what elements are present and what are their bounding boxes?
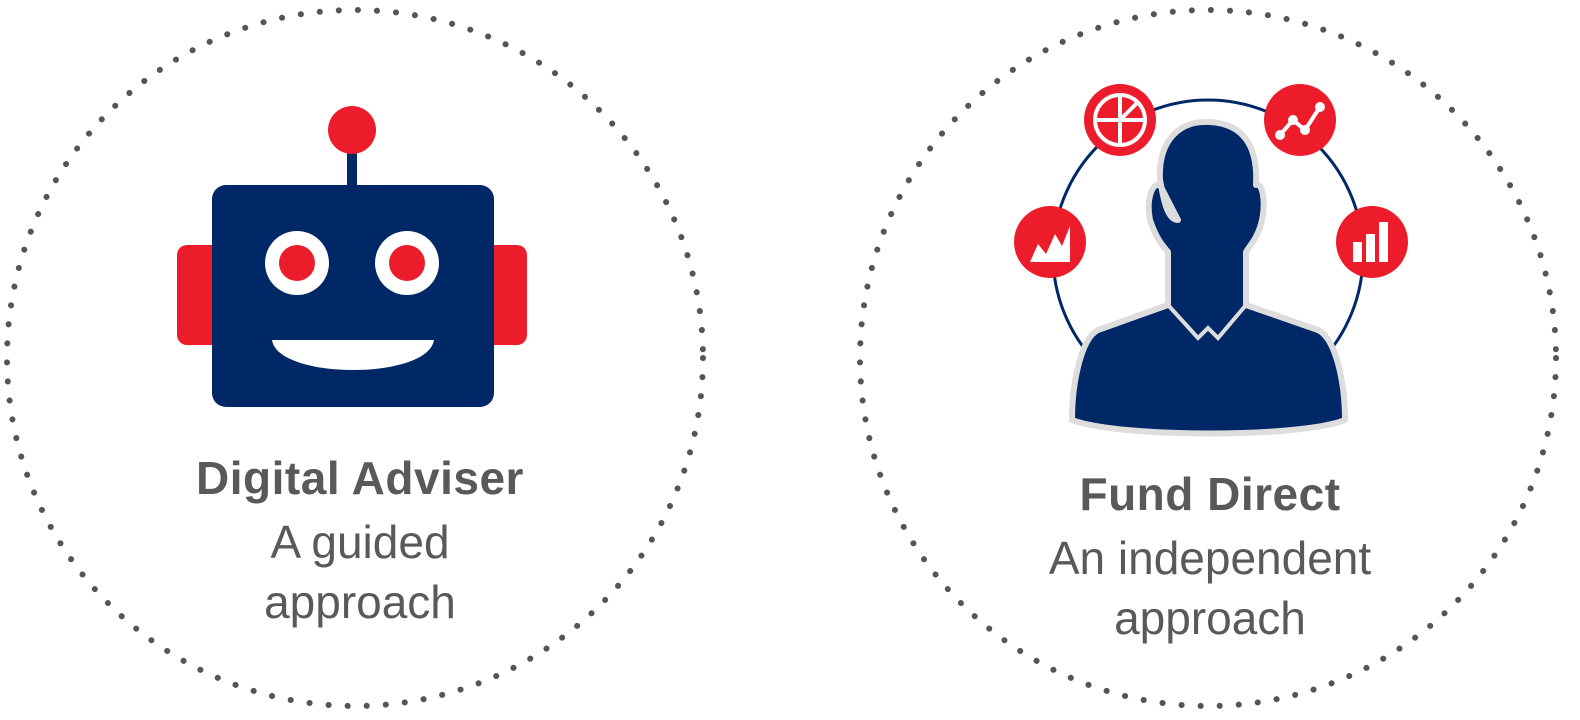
subtitle-line: A guided <box>270 516 450 568</box>
area-chart-icon <box>1014 206 1086 278</box>
subtitle-line: approach <box>1114 592 1306 644</box>
investor-icon <box>1014 84 1408 437</box>
digital-adviser-title: Digital Adviser <box>196 452 524 504</box>
fund-direct-text: Fund Direct An independent approach <box>850 466 1570 648</box>
pie-chart-icon <box>1084 84 1156 156</box>
bar-chart-icon <box>1336 206 1408 278</box>
digital-adviser-subtitle: A guided approach <box>0 512 720 632</box>
dotted-circle-left <box>4 7 706 709</box>
fund-direct-option[interactable]: Fund Direct An independent approach <box>850 0 1570 720</box>
digital-adviser-option[interactable]: Digital Adviser A guided approach <box>0 0 720 720</box>
line-chart-icon <box>1264 84 1336 156</box>
dotted-circle-right <box>857 7 1559 709</box>
robot-icon <box>177 106 527 407</box>
digital-adviser-text: Digital Adviser A guided approach <box>0 450 720 632</box>
person-silhouette <box>1069 118 1348 437</box>
fund-direct-title: Fund Direct <box>1079 468 1341 520</box>
subtitle-line: approach <box>264 576 456 628</box>
subtitle-line: An independent <box>1048 532 1372 584</box>
fund-direct-subtitle: An independent approach <box>850 528 1570 648</box>
